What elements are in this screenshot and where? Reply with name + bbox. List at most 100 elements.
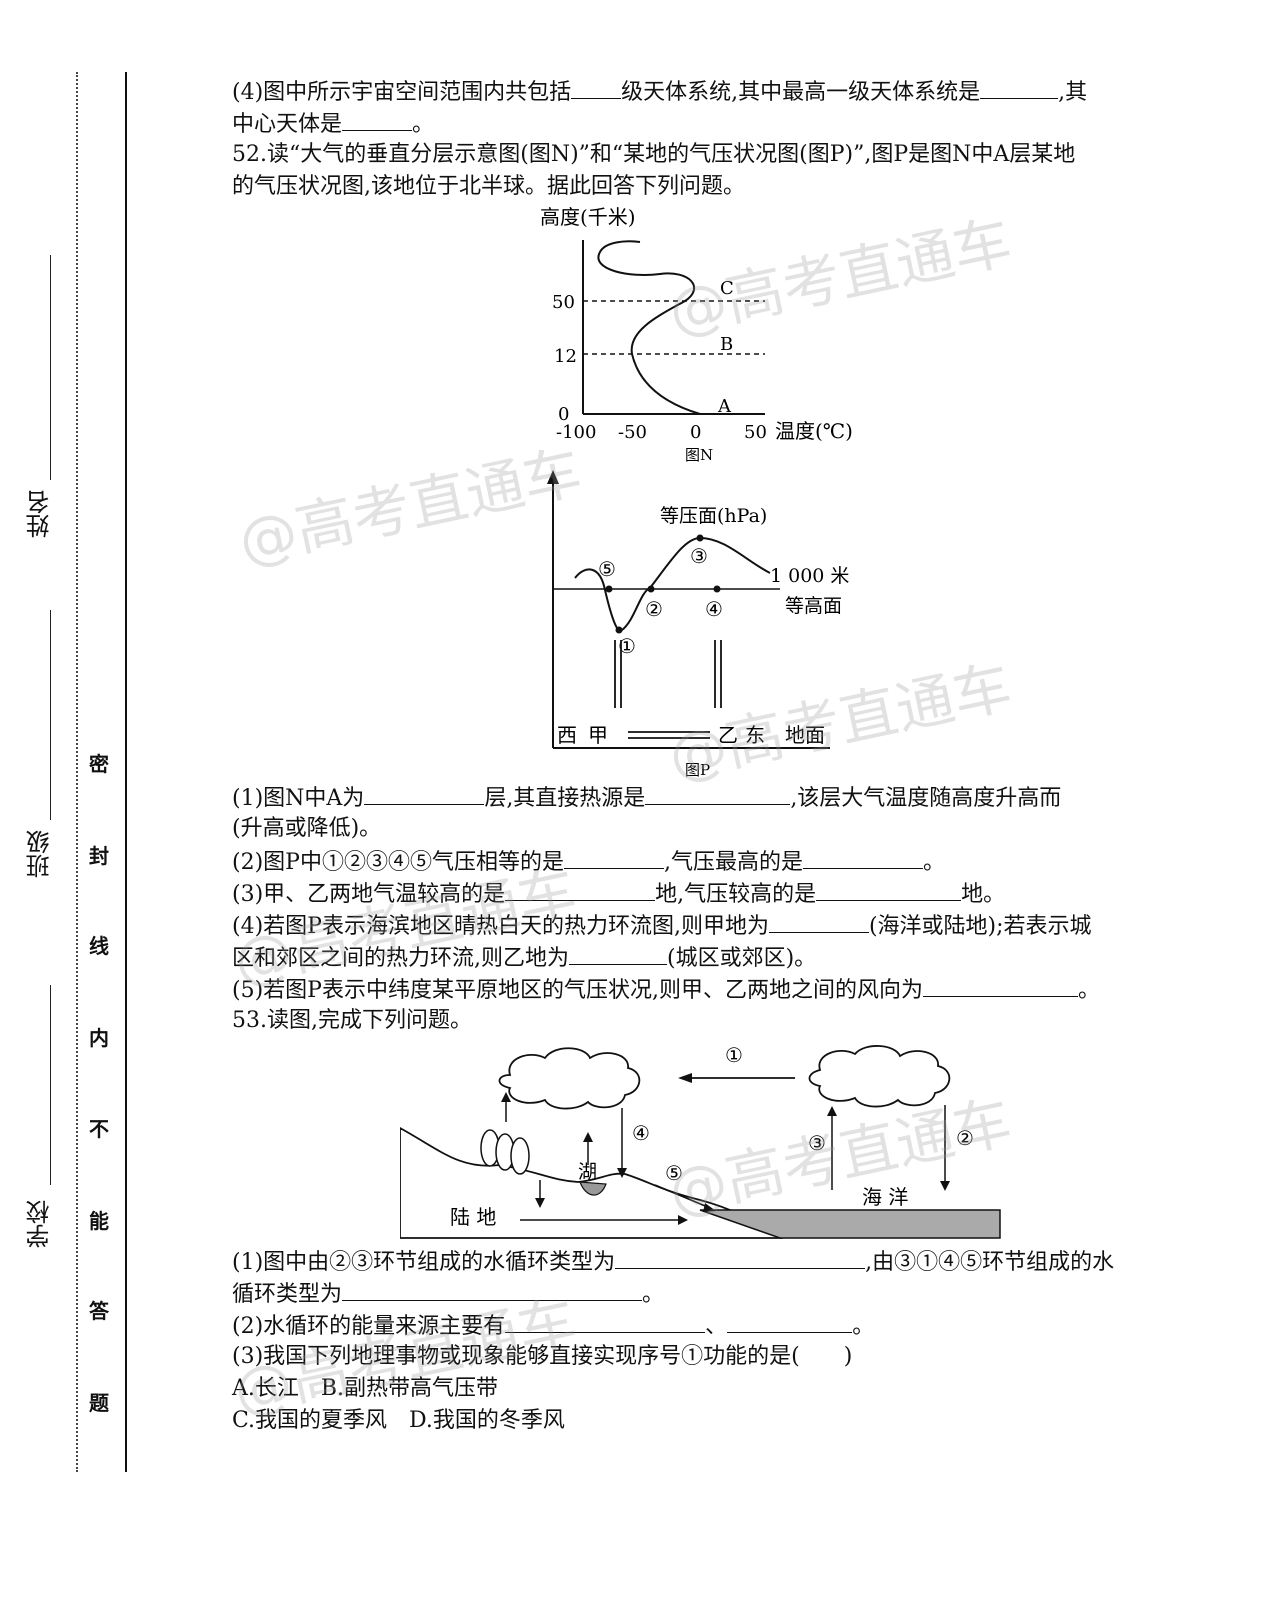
arrow-head xyxy=(535,1198,545,1208)
name-field[interactable] xyxy=(50,255,51,480)
seal-char: 不 xyxy=(89,1117,109,1141)
figN-caption: 图N xyxy=(685,446,713,464)
answer-blank[interactable] xyxy=(816,878,962,901)
answer-blank[interactable] xyxy=(342,108,413,131)
answer-blank[interactable] xyxy=(768,910,869,933)
school-field[interactable] xyxy=(50,985,51,1185)
figN-xlabel: 温度(℃) xyxy=(775,419,853,443)
figP-point-label: ② xyxy=(645,597,663,621)
figN-layer-label: C xyxy=(720,278,734,299)
q53-intro: 53.读图,完成下列问题。 xyxy=(232,1008,472,1033)
flow-label-5: ⑤ xyxy=(665,1161,683,1185)
answer-blank[interactable] xyxy=(342,1278,643,1301)
q52-4-line1: (4)若图P表示海滨地区晴热白天的热力环流图,则甲地为(海洋或陆地);若表示城 xyxy=(232,910,1212,942)
answer-blank[interactable] xyxy=(802,846,923,869)
ocean-shape xyxy=(699,1209,1001,1239)
figN-ytick: 50 xyxy=(552,292,575,313)
arrow-5-runoff xyxy=(654,1184,711,1209)
figN-ytick: 12 xyxy=(554,346,577,367)
figure-water-cycle: ① ④ ⑤ ③ ② 陆 地 湖 海 洋 xyxy=(400,1043,1001,1239)
answer-blank[interactable] xyxy=(505,1310,706,1333)
class-label: 班级 xyxy=(26,830,54,878)
flow-label-3: ③ xyxy=(808,1131,826,1155)
arrow-head xyxy=(703,1203,716,1212)
figN-layer-label: B xyxy=(720,334,733,355)
figP-point-3 xyxy=(696,534,704,542)
fold-dotted-line xyxy=(76,72,78,1472)
q52-1-line1: (1)图N中A为层,其直接热源是,该层大气温度随高度升高而 xyxy=(232,782,1212,814)
arrow-head xyxy=(617,1168,627,1178)
q53-1-line1: (1)图中由②③环节组成的水循环类型为,由③①④⑤环节组成的水 xyxy=(232,1246,1212,1278)
answer-blank[interactable] xyxy=(364,782,485,805)
arrow-head xyxy=(827,1106,837,1116)
answer-blank[interactable] xyxy=(727,1310,853,1333)
figP-west-label: 西 xyxy=(557,723,577,747)
seal-char: 线 xyxy=(89,934,109,958)
ocean-label: 海 洋 xyxy=(862,1185,908,1209)
figP-point-1 xyxy=(615,626,623,634)
figN-xtick: -50 xyxy=(618,422,647,443)
answer-blank[interactable] xyxy=(569,942,667,965)
seal-char: 内 xyxy=(89,1026,109,1050)
cloud-icon xyxy=(498,1047,641,1110)
q52-4-line2: 区和郊区之间的热力环流,则乙地为(城区或郊区)。 xyxy=(232,942,1212,974)
figP-point-label: ④ xyxy=(705,597,723,621)
lake-label: 湖 xyxy=(578,1161,597,1183)
figP-point-2 xyxy=(647,585,655,593)
seal-char: 封 xyxy=(89,844,109,868)
answer-blank[interactable] xyxy=(980,76,1059,99)
flow-label-4: ④ xyxy=(632,1121,650,1145)
binding-margin: 学校 班级 姓名 密 封 线 内 不 能 答 题 xyxy=(0,0,135,1612)
answer-blank[interactable] xyxy=(645,782,791,805)
figP-isobar-label: 等压面(hPa) xyxy=(660,505,767,527)
figP-east-label: 东 xyxy=(745,723,765,747)
q52-intro: 的气压状况图,该地位于北半球。据此回答下列问题。 xyxy=(232,174,745,199)
answer-blank[interactable] xyxy=(922,974,1078,997)
seal-char: 能 xyxy=(89,1209,109,1233)
figP-point-5 xyxy=(605,585,613,593)
answer-blank[interactable] xyxy=(505,878,656,901)
school-label: 学校 xyxy=(26,1200,54,1248)
figP-caption: 图P xyxy=(685,761,710,779)
q51-4-line2: 中心天体是。 xyxy=(232,108,1212,140)
figP-arrow-head xyxy=(547,470,559,484)
figN-xtick: 50 xyxy=(744,422,767,443)
figN-temperature-curve xyxy=(597,240,701,415)
q53-3: (3)我国下列地理事物或现象能够直接实现序号①功能的是( ) xyxy=(232,1344,853,1369)
arrow-head xyxy=(583,1132,593,1142)
arrow-head xyxy=(501,1092,511,1102)
name-label: 姓名 xyxy=(26,490,54,538)
q52-5: (5)若图P表示中纬度某平原地区的气压状况,则甲、乙两地之间的风向为。 xyxy=(232,974,1212,1006)
figN-ylabel: 高度(千米) xyxy=(540,205,636,229)
figP-level-label: 等高面 xyxy=(785,595,842,617)
figP-jia-label: 甲 xyxy=(588,723,608,747)
figP-ground-label: 地面 xyxy=(785,723,825,747)
q53-options-cd: C.我国的夏季风 D.我国的冬季风 xyxy=(232,1408,565,1433)
answer-blank[interactable] xyxy=(615,1246,866,1269)
seal-char: 密 xyxy=(89,752,109,776)
figP-point-label: ③ xyxy=(690,544,708,568)
answer-blank[interactable] xyxy=(563,846,664,869)
figP-yi-label: 乙 xyxy=(718,723,738,747)
q52-intro: 52.读“大气的垂直分层示意图(图N)”和“某地的气压状况图(图P)”,图P是图… xyxy=(232,142,1076,167)
seal-char: 题 xyxy=(89,1391,109,1415)
seal-char: 答 xyxy=(89,1299,109,1323)
figP-point-4 xyxy=(713,585,721,593)
figP-height-label: 1 000 米 xyxy=(770,565,849,587)
figP-isobar-curve xyxy=(574,536,771,632)
figP-point-label: ① xyxy=(618,634,636,658)
q53-2: (2)水循环的能量来源主要有、。 xyxy=(232,1310,1212,1342)
figN-layer-label: A xyxy=(717,396,732,417)
figP-point-label: ⑤ xyxy=(598,557,616,581)
arrow-head xyxy=(678,1215,688,1225)
figure-p-pressure: ① ② ③ ④ ⑤ 等压面(hPa) 1 000 米 等高面 西 甲 乙 东 地… xyxy=(547,470,849,779)
q51-4-line1: (4)图中所示宇宙空间范围内共包括级天体系统,其中最高一级天体系统是,其 xyxy=(232,76,1212,108)
watermark: @高考直通车 xyxy=(232,437,588,577)
seal-solid-line xyxy=(125,72,127,1472)
figure-n-atmosphere: 高度(千米) 0 12 50 A B C -100 -50 0 50 温度(℃)… xyxy=(540,205,853,464)
figN-xtick: 0 xyxy=(690,422,701,443)
q53-1-line2: 循环类型为。 xyxy=(232,1278,1212,1310)
class-field[interactable] xyxy=(50,610,51,820)
cloud-icon xyxy=(808,1045,951,1108)
answer-blank[interactable] xyxy=(571,76,622,99)
